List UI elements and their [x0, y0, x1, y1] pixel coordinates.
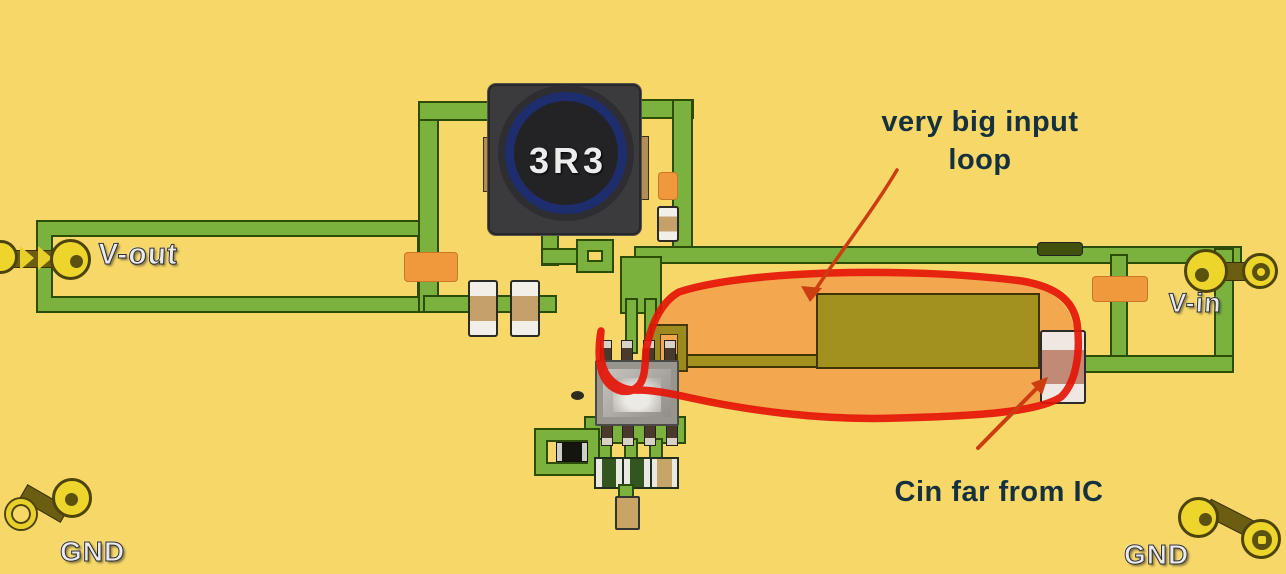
loop-annotation-line1: very big input	[881, 106, 1079, 138]
gnd-right-via-2-center	[1258, 536, 1266, 544]
gnd-left-via-hole	[65, 493, 78, 506]
rail-dark-pad	[1038, 243, 1082, 255]
vin-via-1	[1184, 249, 1228, 293]
vin-via-2-center	[1257, 268, 1265, 276]
input-copper-pour	[818, 295, 1038, 367]
inductor-value-label: 3R3	[528, 140, 608, 181]
vout-edge-ring	[0, 240, 18, 274]
inductor-coil	[505, 92, 627, 214]
vout-via-hole	[70, 255, 83, 268]
capacitor-right-of-inductor	[657, 206, 679, 242]
capacitor-left-2	[510, 280, 540, 337]
output-cap-2	[622, 457, 652, 489]
resistor-right-of-inductor	[658, 172, 678, 200]
main-input-rail-trace	[636, 248, 1240, 262]
gnd-left-via	[52, 478, 92, 518]
ic-body	[595, 360, 679, 426]
cin-capacitor	[1040, 330, 1086, 404]
capacitor-left-1	[468, 280, 498, 337]
output-cap-3	[650, 457, 679, 489]
inductor-bottom-trace-h	[543, 250, 587, 263]
ic-left-arm-ring	[536, 430, 598, 474]
bottom-component	[615, 496, 640, 530]
resistor-left	[404, 252, 458, 282]
square-via-ring	[578, 241, 612, 271]
cap-row-strip-1	[600, 440, 610, 460]
inductor-left-link-trace	[420, 103, 502, 119]
output-cap-1	[594, 457, 624, 489]
vout-via	[50, 239, 91, 280]
vout-label: V-out	[97, 238, 180, 272]
cin-annotation-arrow-line	[976, 385, 1040, 450]
vin-via-1-hole	[1195, 268, 1209, 282]
gnd-right-via-1-hole	[1199, 513, 1212, 526]
vin-via-2	[1242, 253, 1278, 289]
vin-label: V-in	[1167, 288, 1223, 319]
gnd-right-via-1	[1178, 497, 1219, 538]
gnd-right-label: GND	[1123, 539, 1190, 571]
via-dot	[571, 391, 584, 400]
vin-bottom-trace	[1078, 357, 1232, 371]
gnd-left-label: GND	[59, 536, 126, 568]
ic-body-center	[613, 378, 661, 412]
gnd-right-via-2	[1241, 519, 1281, 559]
resistor-vin	[1092, 276, 1148, 302]
gnd-left-edge-ring	[6, 499, 36, 529]
loop-annotation-arrow-line	[812, 168, 899, 294]
feedback-component	[556, 442, 588, 462]
loop-annotation-line2: loop	[948, 144, 1012, 176]
cin-annotation: Cin far from IC	[894, 476, 1104, 508]
vin-mid-vertical-trace	[1112, 256, 1126, 368]
cap-row-strip-2	[626, 440, 636, 460]
cap-row-strip-3	[651, 440, 661, 460]
